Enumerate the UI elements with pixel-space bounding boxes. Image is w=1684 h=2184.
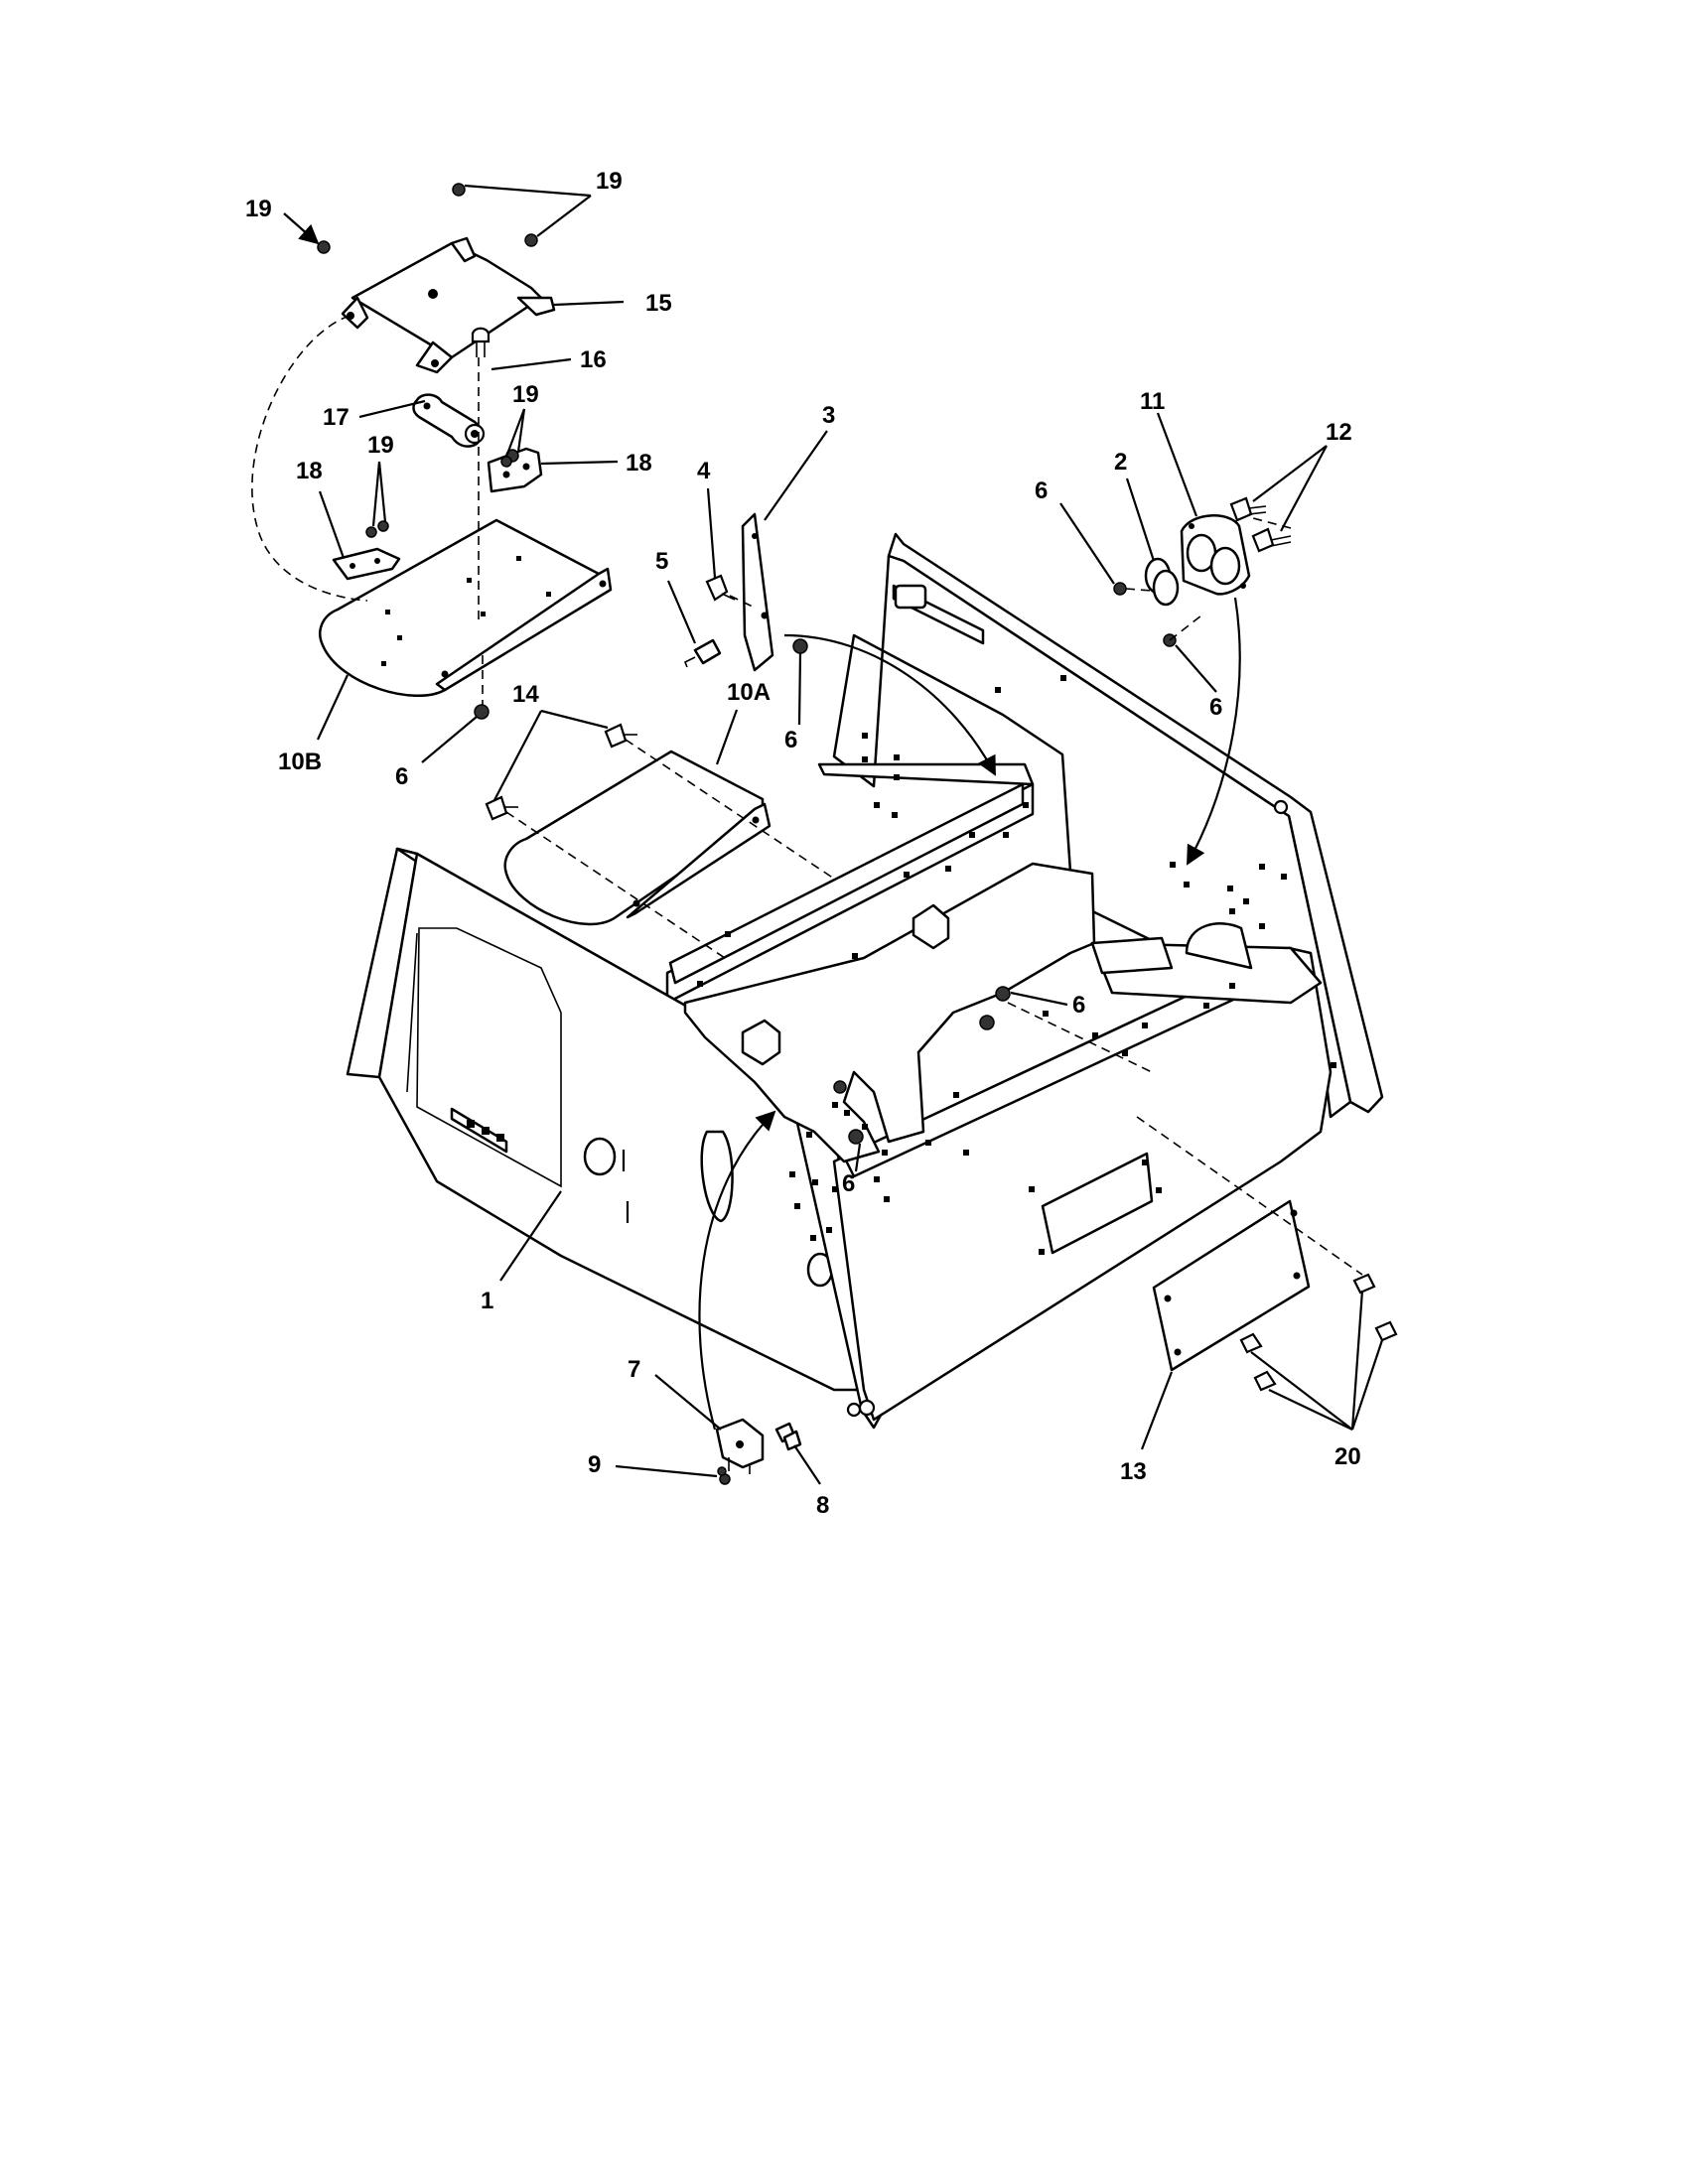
assembly-arrows xyxy=(698,597,1241,1431)
callout-18: 18 xyxy=(626,450,652,477)
callout-labels: 19 19 15 16 17 19 18 19 18 10B 6 14 10A … xyxy=(245,168,1361,1519)
bolt-4 xyxy=(705,574,736,602)
callout-12: 12 xyxy=(1326,419,1352,446)
callout-7: 7 xyxy=(628,1356,640,1383)
callout-19: 19 xyxy=(596,168,623,195)
callout-14: 14 xyxy=(512,681,539,708)
callout-19: 19 xyxy=(512,381,539,408)
callout-2: 2 xyxy=(1114,449,1127,476)
bolt-12-upper xyxy=(1229,496,1267,522)
clip-8 xyxy=(774,1422,802,1451)
plate-10a xyxy=(503,750,772,926)
callout-20: 20 xyxy=(1334,1443,1361,1470)
callout-3: 3 xyxy=(822,402,835,429)
bracket-15 xyxy=(341,236,556,374)
callout-18: 18 xyxy=(296,458,323,484)
callout-17: 17 xyxy=(323,404,350,431)
callout-1: 1 xyxy=(481,1288,493,1314)
callout-6: 6 xyxy=(784,727,797,753)
callout-19: 19 xyxy=(367,432,394,459)
main-frame xyxy=(346,532,1384,1430)
callout-6: 6 xyxy=(1072,992,1085,1019)
plate-3 xyxy=(741,512,774,672)
callout-4: 4 xyxy=(697,458,711,484)
callout-15: 15 xyxy=(645,290,672,317)
bolt-16 xyxy=(471,327,491,357)
pin-5 xyxy=(683,638,722,668)
screws-20 xyxy=(1239,1273,1398,1392)
screws-19 xyxy=(317,183,538,538)
callout-9: 9 xyxy=(588,1451,601,1478)
bracket-7 xyxy=(715,1418,765,1474)
callout-6: 6 xyxy=(1035,478,1048,504)
bolt-12-lower xyxy=(1251,527,1292,553)
plate-13 xyxy=(1152,1199,1311,1372)
callout-6: 6 xyxy=(1209,694,1222,721)
callout-5: 5 xyxy=(655,548,668,575)
nut-9 xyxy=(717,1466,731,1485)
cover-11 xyxy=(1180,514,1251,596)
callout-13: 13 xyxy=(1120,1458,1147,1485)
callout-8: 8 xyxy=(816,1492,829,1519)
callout-16: 16 xyxy=(580,346,607,373)
link-17 xyxy=(412,393,486,448)
callout-6: 6 xyxy=(842,1170,855,1197)
callout-19: 19 xyxy=(245,196,272,222)
tab-18-left xyxy=(332,547,401,581)
screws-14 xyxy=(485,723,637,821)
callout-6: 6 xyxy=(395,763,408,790)
assembly-lines xyxy=(251,315,1363,1276)
callout-10b: 10B xyxy=(278,749,322,775)
leader-lines xyxy=(283,184,1384,1485)
callout-11: 11 xyxy=(1140,388,1165,415)
seal-2 xyxy=(1144,557,1180,607)
callout-10a: 10A xyxy=(727,679,771,706)
plate-10b xyxy=(319,518,613,698)
